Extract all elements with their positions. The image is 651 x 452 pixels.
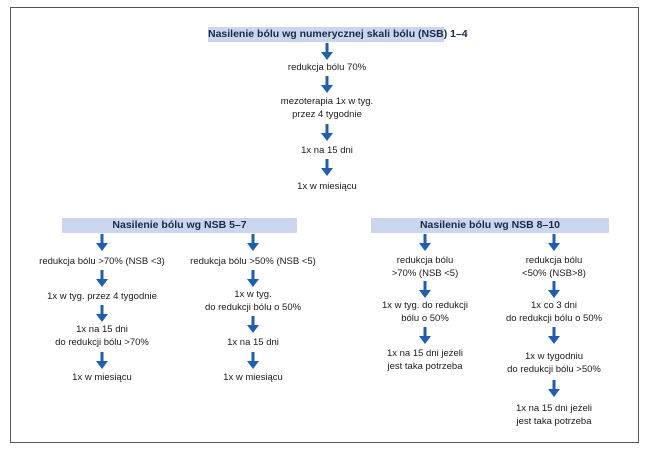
step-text: redukcja bólu [396,255,454,266]
step-text: redukcja bólu >70% (NSB <3) [39,256,165,267]
step-text: 1x na 15 dni [227,337,279,348]
arrow-down-icon [247,316,259,333]
arrow-down-icon [96,234,108,251]
arrow-down-icon [96,305,108,322]
arrow-down-icon [419,234,431,251]
step-text: jest taka potrzeba [387,361,463,372]
step-text: 1x w tygodniu [524,351,584,362]
step-text: do redukcji bólu o 50% [505,313,603,324]
header-nsb-1-4: Nasilenie bólu wg numerycznej skali bólu… [208,27,468,42]
step-text: bólu o 50% [401,313,449,324]
step-text: 1x w tyg. [234,289,272,300]
arrow-down-icon [321,159,333,176]
arrow-down-icon [548,281,560,298]
arrow-down-icon [247,352,259,369]
step-text: >70% (NSB <5) [391,268,459,279]
arrow-down-icon [419,327,431,344]
step-text: 1x na 15 dni jeżeli [515,403,593,414]
step-text: 1x w miesiącu [72,372,132,383]
step-text: do redukcji bólu >50% [507,364,601,375]
diagram-frame [10,7,639,443]
arrow-down-icon [548,380,560,397]
arrow-down-icon [321,124,333,141]
arrow-down-icon [247,270,259,287]
step-text: 1x co 3 dni [531,300,577,311]
step-text: redukcja bólu 70% [287,62,367,73]
step-text: 1x na 15 dni [301,145,353,156]
step-text: mezoterapia 1x w tyg. [280,96,374,107]
step-text: <50% (NSB>8) [522,268,586,279]
arrow-down-icon [548,234,560,251]
arrow-down-icon [96,352,108,369]
arrow-down-icon [321,76,333,93]
header-nsb-8-10: Nasilenie bólu wg NSB 8–10 [371,218,609,233]
step-text: do redukcji bólu >70% [55,337,149,348]
step-text: 1x na 15 dni [76,324,128,335]
step-text: 1x w miesiącu [223,372,283,383]
step-text: 1x w miesiącu [297,181,357,192]
step-text: do redukcji bólu o 50% [204,302,302,313]
arrow-down-icon [321,43,333,60]
arrow-down-icon [96,270,108,287]
step-text: jest taka potrzeba [516,416,592,427]
step-text: przez 4 tygodnie [292,109,362,120]
arrow-down-icon [419,281,431,298]
step-text: 1x w tyg. do redukcji [381,300,469,311]
arrow-down-icon [548,327,560,344]
arrow-down-icon [247,234,259,251]
header-nsb-5-7: Nasilenie bólu wg NSB 5–7 [62,218,297,233]
step-text: redukcja bólu [525,255,583,266]
step-text: 1x w tyg. przez 4 tygodnie [47,291,157,302]
step-text: 1x na 15 dni jeżeli [386,348,464,359]
step-text: redukcja bólu >50% (NSB <5) [190,256,316,267]
